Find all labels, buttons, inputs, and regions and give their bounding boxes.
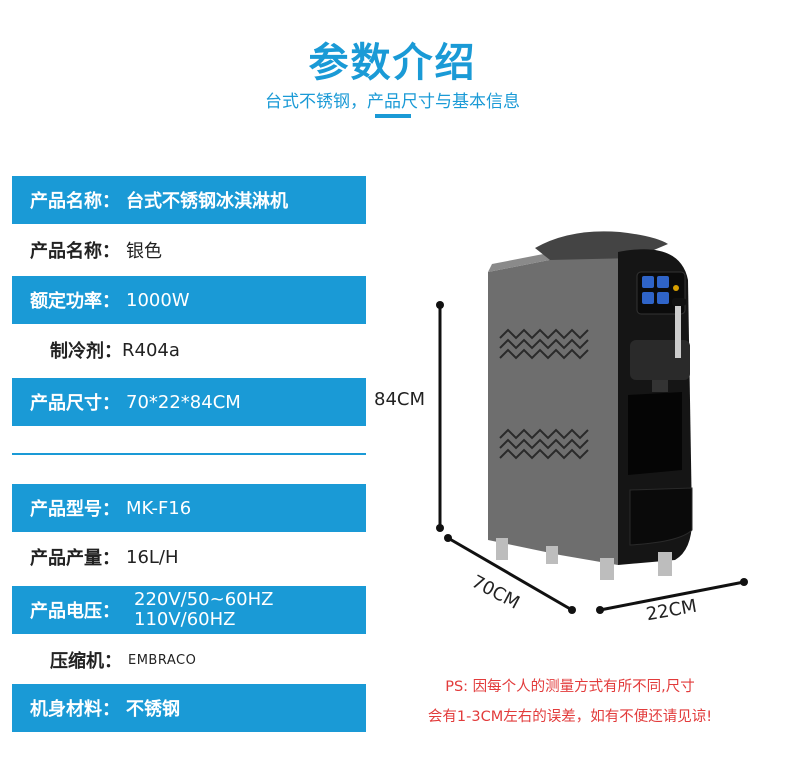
spec-label: 产品型号： [30,499,120,520]
vent-zigzag [499,428,589,440]
spec-value: 台式不锈钢冰淇淋机 [126,191,288,212]
spec-label: 产品名称： [30,191,120,212]
spec-value: 1000W [126,289,190,311]
spec-value: R404a [122,339,180,361]
dimension-endpoint [568,606,576,614]
spec-label: 额定功率： [30,291,120,312]
spec-output: 产品产量： 16L/H [12,535,366,579]
dispensing-lever [675,300,681,358]
spec-label: 制冷剂： [50,341,122,362]
spec-label: 产品产量： [30,548,120,569]
control-button-icon [657,276,669,288]
drip-tray [629,487,693,546]
machine-leg [496,538,508,560]
control-button-icon [657,292,669,304]
voltage-values: 220V/50~60HZ 110V/60HZ [134,590,274,630]
spec-label: 产品名称： [30,241,120,262]
spec-size: 产品尺寸： 70*22*84CM [12,378,366,426]
spec-value: 银色 [126,241,162,262]
vent-zigzag [499,348,589,360]
voltage-value-1: 220V/50~60HZ [134,589,274,610]
machine-leg [546,546,558,564]
spec-compressor: 压缩机： EMBRACO [12,638,366,682]
spec-value: MK-F16 [126,497,192,519]
page-title: 参数介绍 [308,40,477,86]
section-divider [12,453,366,455]
dimension-endpoint [596,606,604,614]
spec-color: 产品名称： 银色 [12,228,366,272]
control-button-icon [642,292,654,304]
spec-voltage: 产品电压： 220V/50~60HZ 110V/60HZ [12,586,366,634]
dimension-endpoint [436,301,444,309]
dimension-endpoint [444,534,452,542]
depth-dimension-line [447,536,573,612]
spec-value: EMBRACO [128,652,197,668]
height-label: 84CM [374,389,426,410]
control-button-icon [642,276,654,288]
indicator-light-icon [673,285,679,291]
spec-value: 70*22*84CM [126,391,241,413]
spec-refrigerant: 制冷剂： R404a [12,328,366,372]
vent-zigzag [499,328,589,340]
measurement-note: PS: 因每个人的测量方式有所不同,尺寸 会有1-3CM左右的误差，如有不便还请… [380,672,760,732]
nozzle [652,380,668,392]
machine-side-panel [488,250,618,565]
spec-power: 额定功率： 1000W [12,276,366,324]
width-dimension-line [599,580,745,612]
spec-name-main: 产品名称： 台式不锈钢冰淇淋机 [12,176,366,224]
dispensing-cavity [628,392,682,475]
spec-value: 16L/H [126,546,179,568]
vent-zigzag [499,448,589,460]
spec-value: 不锈钢 [126,699,180,720]
spec-label: 产品电压： [30,601,120,622]
spec-label: 机身材料： [30,699,120,720]
note-line-2: 会有1-3CM左右的误差，如有不便还请见谅! [427,709,713,725]
spec-label: 产品尺寸： [30,393,120,414]
machine-leg [658,552,672,576]
machine-leg [600,558,614,580]
vent-zigzag [499,338,589,350]
spec-material: 机身材料： 不锈钢 [12,684,366,732]
title-underline [375,114,411,118]
note-line-1: PS: 因每个人的测量方式有所不同,尺寸 [445,679,695,695]
lever-knob [672,298,686,306]
page-subtitle: 台式不锈钢，产品尺寸与基本信息 [265,92,520,112]
vent-zigzag [499,438,589,450]
voltage-value-2: 110V/60HZ [134,609,236,630]
spec-model: 产品型号： MK-F16 [12,484,366,532]
dimension-endpoint [740,578,748,586]
ice-cream-machine-illustration [436,231,748,614]
spec-label: 压缩机： [50,651,122,672]
dimension-endpoint [436,524,444,532]
